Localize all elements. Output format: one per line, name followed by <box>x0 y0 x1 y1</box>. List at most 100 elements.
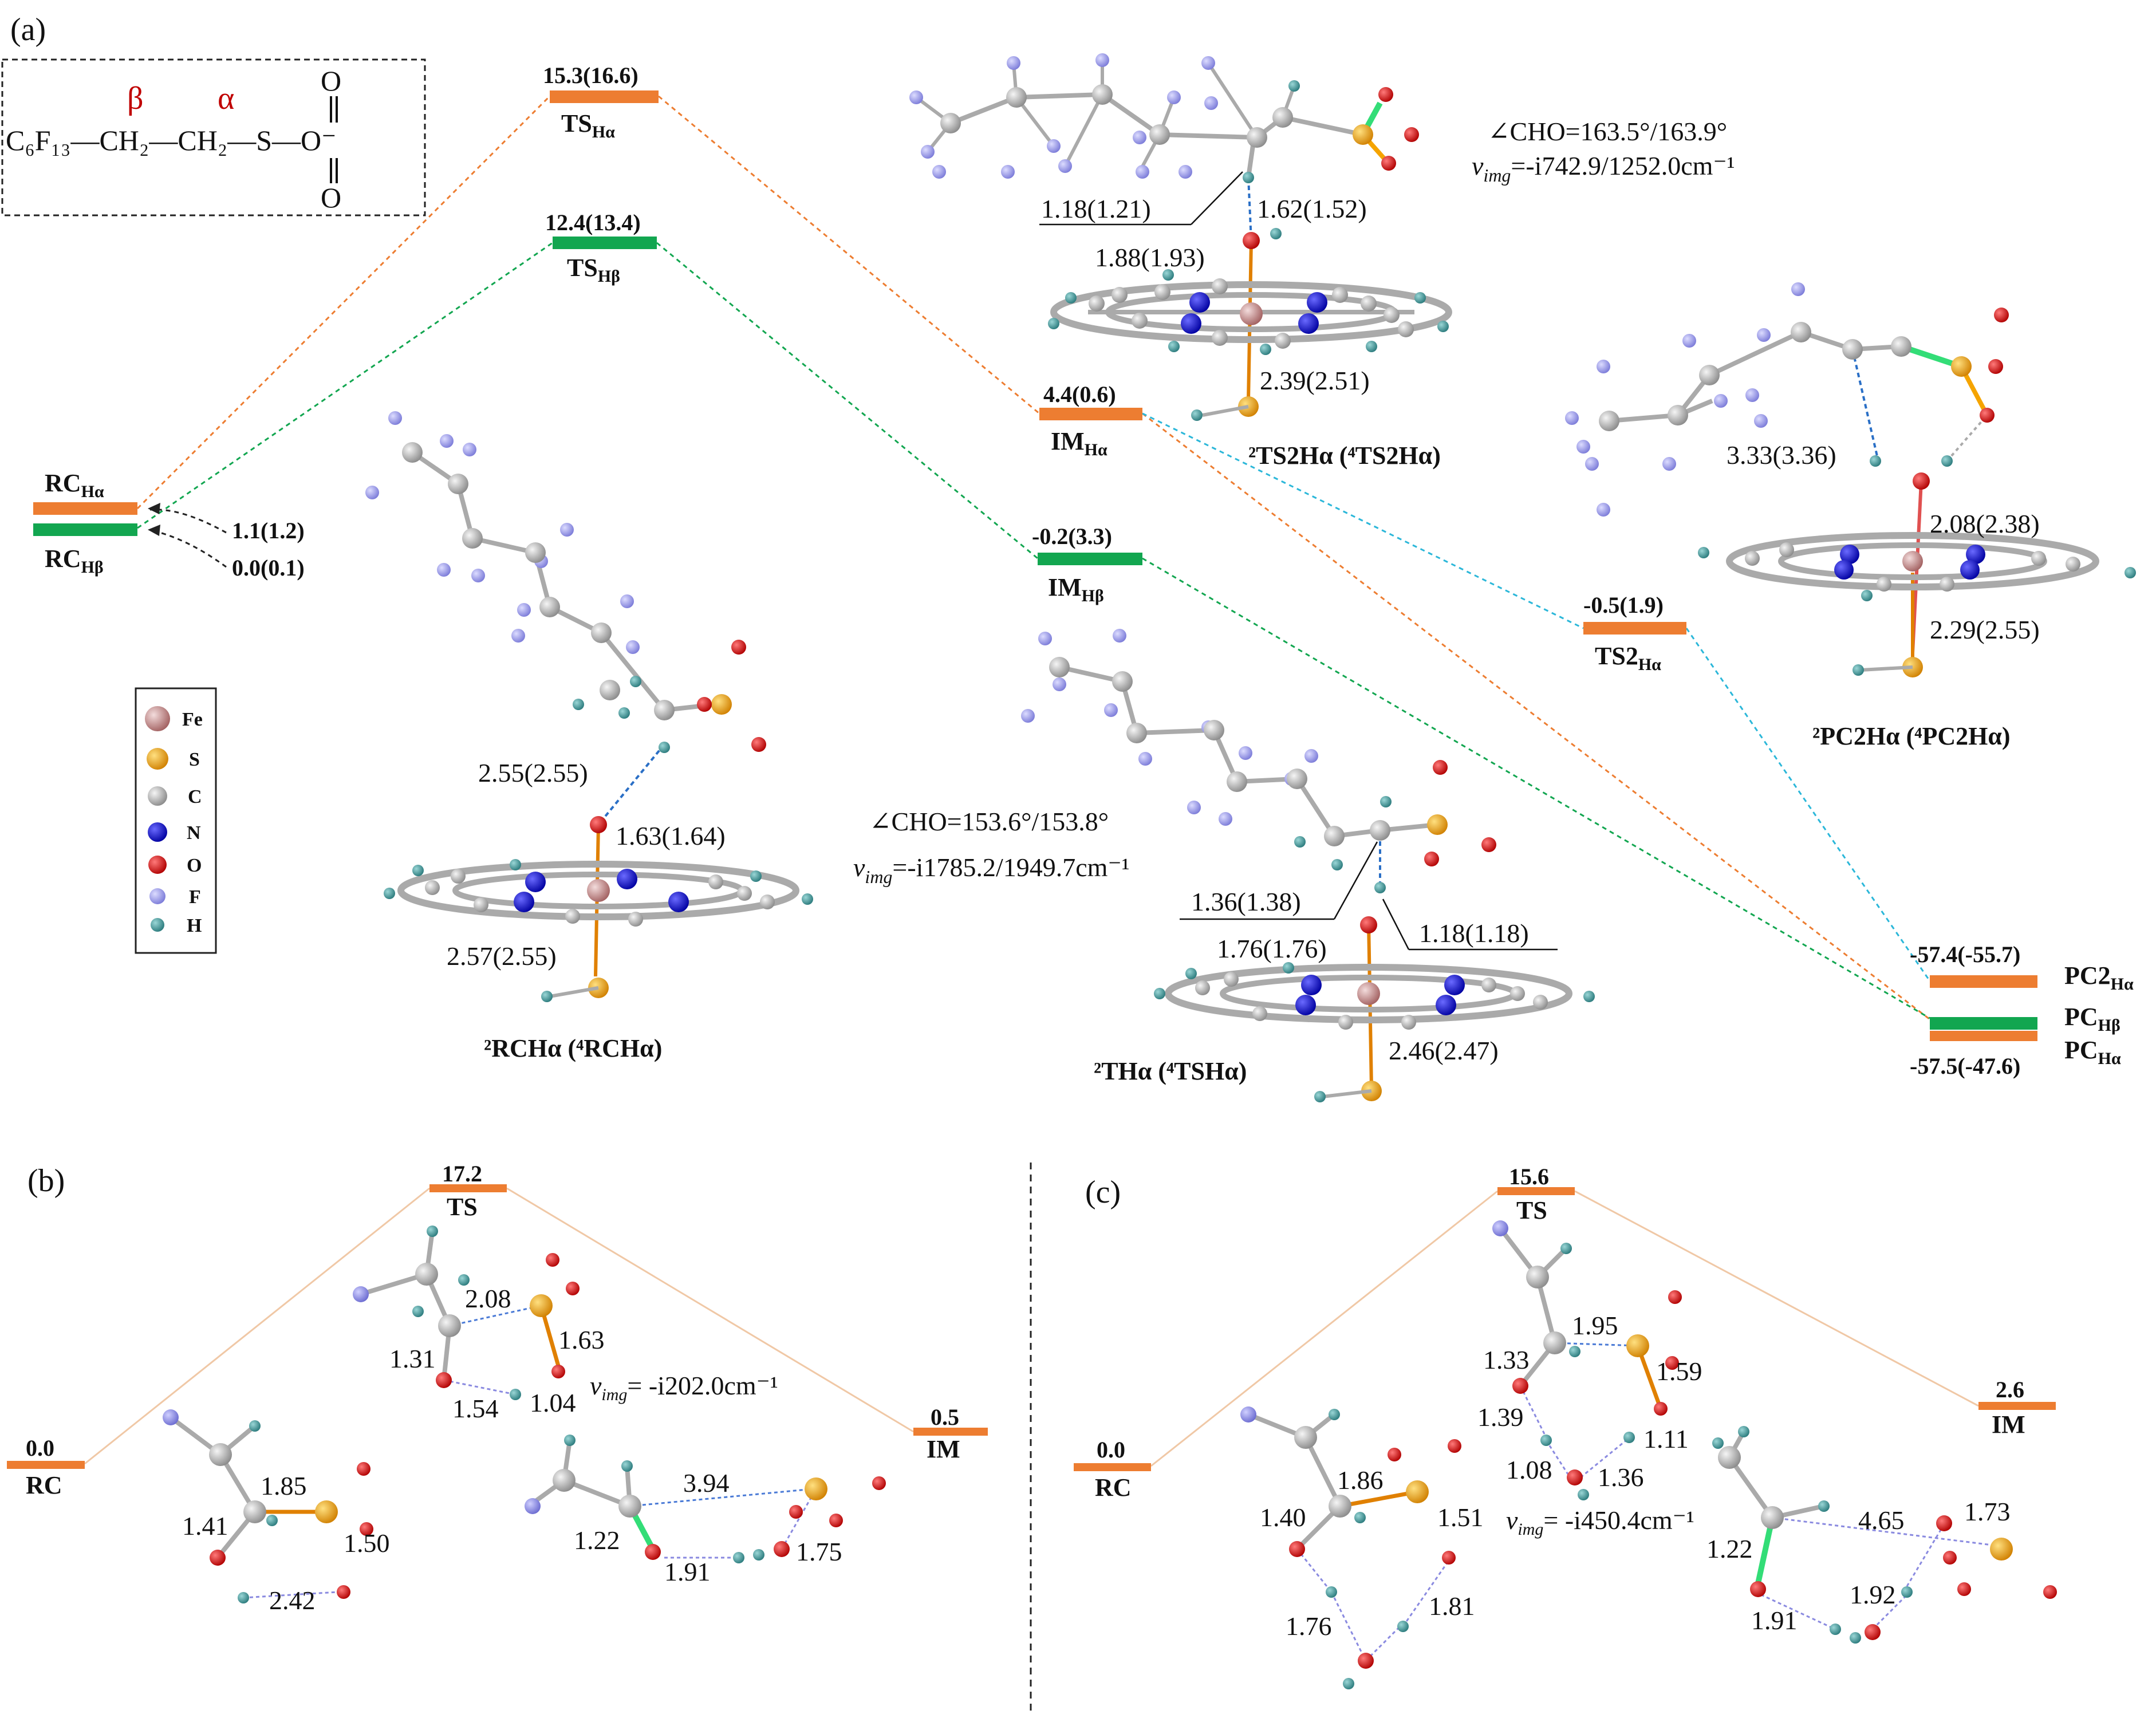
c-im-dist-3: 1.22 <box>1706 1534 1753 1563</box>
ts-dist-2: 1.18(1.18) <box>1419 919 1529 948</box>
c-ts-dist-5: 1.11 <box>1643 1424 1689 1453</box>
svg-text:0.0: 0.0 <box>1097 1437 1125 1463</box>
panel-c-rc-molecule <box>1240 1406 1461 1689</box>
c-rc-dist-3: 1.51 <box>1437 1503 1484 1532</box>
ts-dist-3: 1.76(1.76) <box>1217 934 1327 963</box>
panel-b-connectors <box>84 1187 914 1465</box>
ts-caption: ²THα (⁴TSHα) <box>1094 1057 1247 1085</box>
level-im-hb: -0.2(3.3) IMHβ <box>1032 523 1142 605</box>
ts2-dist-3: 1.88(1.93) <box>1095 243 1205 272</box>
molecule-pc2 <box>1565 282 2136 677</box>
c-ts-dist-2: 1.33 <box>1483 1345 1530 1374</box>
c-ts-dist-4: 1.39 <box>1477 1402 1524 1432</box>
panel-b-level-ts: 17.2 TS <box>429 1161 507 1221</box>
legend-o: O <box>187 855 202 876</box>
level-ts2-ha: -0.5(1.9) TS2Hα <box>1583 592 1686 674</box>
b-ts-dist-3: 1.63 <box>558 1325 605 1354</box>
level-rc-hb: RCHβ <box>33 523 137 577</box>
sulfonate-o-top: O <box>321 65 341 97</box>
c-im-dist-4: 1.92 <box>1850 1580 1896 1609</box>
molecule-ts2 <box>909 53 1452 421</box>
svg-text:0.0: 0.0 <box>26 1435 54 1461</box>
level-im-ha: 4.4(0.6) IMHα <box>1039 381 1142 459</box>
c-vimg: vimg= -i450.4cm⁻¹ <box>1506 1506 1694 1539</box>
panel-b-rc-molecule <box>163 1409 373 1603</box>
rc-hb-value: 0.0(0.1) <box>232 555 305 581</box>
svg-text:-57.4(-55.7): -57.4(-55.7) <box>1910 941 2020 967</box>
svg-text:RCHα: RCHα <box>45 469 104 501</box>
molecule-rc <box>365 411 813 1002</box>
c-ts-dist-6: 1.08 <box>1506 1455 1552 1484</box>
panel-label-c: (c) <box>1085 1175 1121 1210</box>
b-im-dist-3: 1.91 <box>664 1557 711 1586</box>
svg-text:vimg=-i1785.2/1949.7cm⁻¹: vimg=-i1785.2/1949.7cm⁻¹ <box>853 853 1130 887</box>
c-rc-dist-4: 1.76 <box>1286 1611 1332 1641</box>
panel-b-level-im: 0.5 IM <box>913 1404 988 1463</box>
ts-dist-1: 1.36(1.38) <box>1191 887 1301 916</box>
svg-text:RC: RC <box>1095 1473 1132 1502</box>
legend-fe: Fe <box>182 709 203 730</box>
svg-text:PC2Hα: PC2Hα <box>2064 962 2134 994</box>
panel-c-level-im: 2.6 IM <box>1978 1377 2056 1439</box>
c-ts-dist-7: 1.36 <box>1598 1463 1644 1492</box>
sulfonate-o-bottom: O <box>321 182 341 214</box>
level-ts-ha: 15.3(16.6) TSHα <box>543 62 659 141</box>
svg-text:TSHβ: TSHβ <box>567 254 620 286</box>
rc-ha-value: 1.1(1.2) <box>232 518 305 543</box>
pc2-dist-1: 3.33(3.36) <box>1727 440 1836 470</box>
svg-text:TS: TS <box>447 1193 478 1221</box>
ts2-dist-4: 2.39(2.51) <box>1260 366 1370 395</box>
svg-text:15.6: 15.6 <box>1509 1164 1549 1189</box>
c-rc-dist-2: 1.40 <box>1260 1503 1306 1532</box>
panel-c-ts-molecule <box>1492 1220 1682 1500</box>
c-im-dist-5: 1.91 <box>1751 1606 1798 1635</box>
atom-legend: Fe S C N O F H <box>135 687 217 954</box>
panel-c-level-rc: 0.0 RC <box>1074 1437 1151 1502</box>
molecule-ts <box>1021 629 1595 1102</box>
svg-text:RC: RC <box>26 1471 62 1499</box>
svg-text:IMHα: IMHα <box>1051 427 1107 459</box>
b-ts-dist-5: 1.04 <box>530 1388 576 1417</box>
c-rc-dist-5: 1.81 <box>1429 1591 1475 1621</box>
b-rc-dist-3: 1.50 <box>344 1528 390 1558</box>
ts-dist-4: 2.46(2.47) <box>1389 1036 1499 1065</box>
rc-dist-3: 2.57(2.55) <box>447 941 557 971</box>
svg-text:-57.5(-47.6): -57.5(-47.6) <box>1910 1053 2020 1079</box>
svg-text:17.2: 17.2 <box>442 1161 482 1187</box>
b-im-dist-4: 1.75 <box>796 1537 842 1566</box>
rc-dist-1: 2.55(2.55) <box>478 758 588 787</box>
panel-label-b: (b) <box>27 1163 65 1199</box>
pc2-dist-2: 2.08(2.38) <box>1930 509 2040 538</box>
panel-b-ts-molecule <box>353 1226 580 1400</box>
b-rc-dist-2: 1.41 <box>182 1511 228 1540</box>
svg-text:PCHβ: PCHβ <box>2064 1003 2120 1035</box>
legend-f: F <box>189 886 201 908</box>
ts2-dist-2: 1.62(1.52) <box>1257 194 1367 223</box>
ts2-caption: ²TS2Hα (⁴TS2Hα) <box>1248 442 1441 470</box>
c-im-dist-1: 4.65 <box>1858 1506 1905 1535</box>
b-ts-dist-2: 1.31 <box>389 1344 436 1373</box>
pathway-connectors <box>136 95 1931 1020</box>
b-rc-dist-4: 2.42 <box>269 1586 316 1615</box>
chemical-structure: β α C₆F₁₃—CH₂—CH₂—S—O⁻ O O <box>1 58 426 216</box>
panel-b-level-rc: 0.0 RC <box>7 1435 85 1499</box>
pc2-caption: ²PC2Hα (⁴PC2Hα) <box>1812 722 2011 750</box>
c-ts-dist-1: 1.95 <box>1572 1311 1618 1340</box>
svg-text:∠CHO=163.5°/163.9°: ∠CHO=163.5°/163.9° <box>1488 117 1727 146</box>
b-ts-dist-1: 2.08 <box>465 1284 511 1313</box>
svg-text:15.3(16.6): 15.3(16.6) <box>543 62 638 88</box>
svg-text:0.5: 0.5 <box>931 1404 959 1430</box>
level-pc-hb: PCHβ <box>1930 1003 2120 1035</box>
level-rc-ha: RCHα <box>33 469 137 515</box>
svg-text:IMHβ: IMHβ <box>1048 573 1104 605</box>
svg-text:TSHα: TSHα <box>561 109 615 141</box>
svg-text:4.4(0.6): 4.4(0.6) <box>1043 381 1116 407</box>
level-pc-ha: -57.5(-47.6) PCHα <box>1910 1031 2121 1079</box>
ts-note: ∠CHO=153.6°/153.8° vimg=-i1785.2/1949.7c… <box>853 807 1130 887</box>
svg-text:PCHα: PCHα <box>2064 1036 2121 1068</box>
alpha-label: α <box>218 81 234 116</box>
legend-c: C <box>188 786 202 807</box>
level-ts-hb: 12.4(13.4) TSHβ <box>545 210 657 286</box>
svg-text:TS2Hα: TS2Hα <box>1595 642 1661 674</box>
